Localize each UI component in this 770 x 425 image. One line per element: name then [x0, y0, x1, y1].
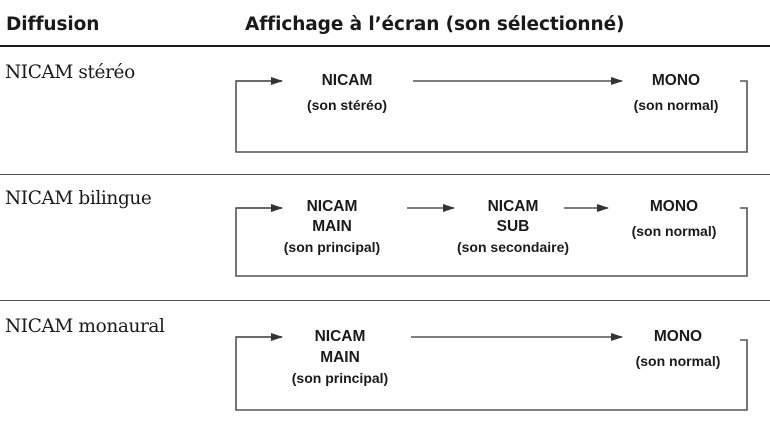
- row-label-nicam-stereo: NICAM stéréo: [5, 62, 135, 83]
- row-divider-2: [0, 300, 770, 301]
- node-mono-row1: MONO (son normal): [633, 72, 719, 113]
- row-label-nicam-monaural: NICAM monaural: [5, 316, 165, 337]
- node-nicam-main-row3: NICAM MAIN (son principal): [291, 328, 389, 386]
- node-mono-row3: MONO (son normal): [635, 328, 721, 369]
- row-label-nicam-bilingue: NICAM bilingue: [5, 188, 152, 209]
- column-header-display: Affichage à l’écran (son sélectionné): [245, 14, 625, 35]
- node-nicam-stereo: NICAM (son stéréo): [306, 72, 388, 113]
- row-divider-1: [0, 174, 770, 175]
- node-nicam-sub-row2: NICAM SUB (son secondaire): [456, 198, 570, 255]
- node-nicam-main-row2: NICAM MAIN (son principal): [283, 198, 381, 255]
- node-mono-row2: MONO (son normal): [631, 198, 717, 239]
- header-rule: [0, 45, 770, 47]
- column-header-diffusion: Diffusion: [6, 14, 100, 35]
